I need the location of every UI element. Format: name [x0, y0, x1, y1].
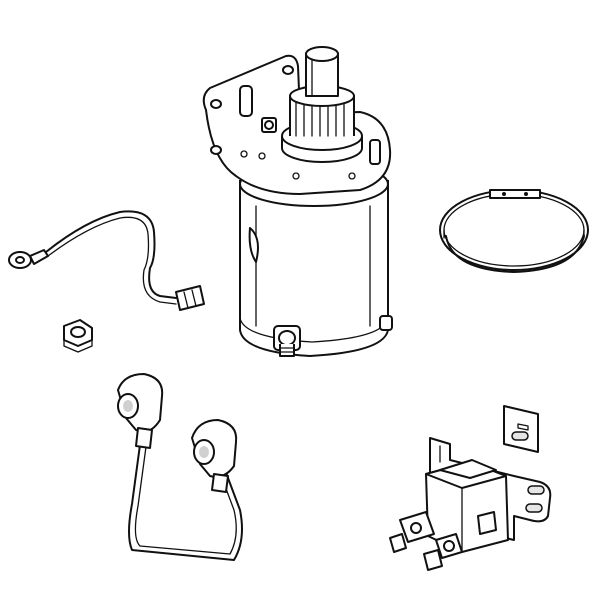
solenoid-icon [389, 437, 552, 571]
ground-wire-icon [8, 210, 205, 311]
starter-motor-icon [202, 46, 393, 357]
hex-nut-icon [63, 319, 93, 353]
bracket-icon [503, 405, 539, 453]
battery-cable-icon [117, 373, 243, 561]
hose-clamp-icon [439, 189, 589, 273]
